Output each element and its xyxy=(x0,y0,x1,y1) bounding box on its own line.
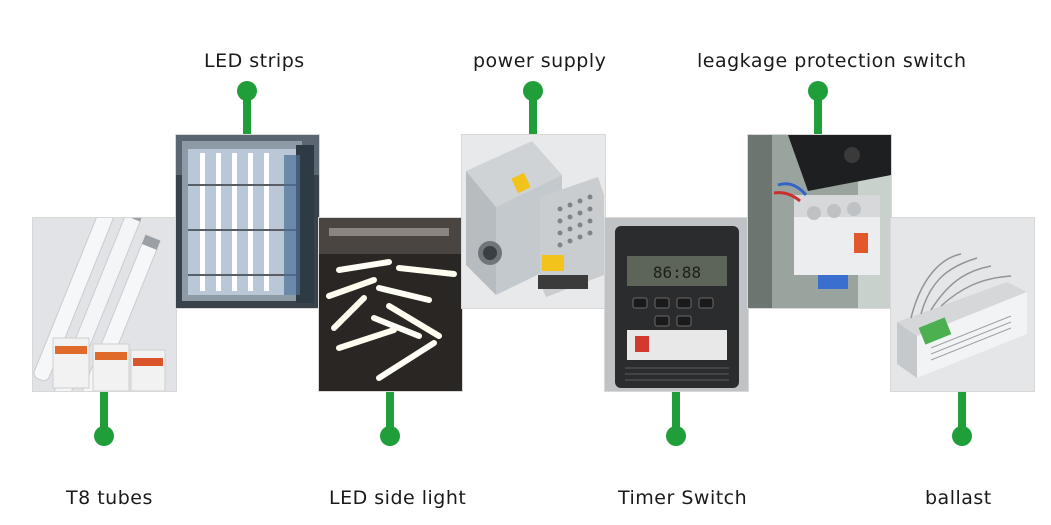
connector-dot-timer-switch xyxy=(666,426,686,446)
connector-dot-led-strips xyxy=(237,81,257,101)
connector-dot-led-side-light xyxy=(380,426,400,446)
label-t8-tubes: T8 tubes xyxy=(66,487,153,509)
ballast-photo xyxy=(891,218,1034,391)
connector-stem-led-strips xyxy=(243,92,251,136)
connector-stem-led-side-light xyxy=(386,390,394,434)
connector-stem-timer-switch xyxy=(672,390,680,434)
svg-text:86:88: 86:88 xyxy=(653,263,701,282)
led-side-light-photo xyxy=(319,218,462,391)
connector-dot-leakage-switch xyxy=(808,81,828,101)
label-ballast: ballast xyxy=(925,487,992,509)
label-led-strips: LED strips xyxy=(204,50,305,72)
label-timer-switch: Timer Switch xyxy=(618,487,748,509)
connector-dot-t8-tubes xyxy=(94,426,114,446)
connector-stem-ballast xyxy=(958,390,966,434)
leakage-switch-photo xyxy=(748,135,891,308)
connector-stem-t8-tubes xyxy=(100,390,108,434)
label-power-supply: power supply xyxy=(473,50,607,72)
connector-dot-ballast xyxy=(952,426,972,446)
label-leakage-switch: leagkage protection switch xyxy=(697,50,967,72)
label-led-side-light: LED side light xyxy=(329,487,467,509)
timer-switch-photo: 86:88 xyxy=(605,218,748,391)
t8-tubes-photo xyxy=(33,218,176,391)
connector-stem-leakage-switch xyxy=(814,92,822,136)
led-strips-photo xyxy=(176,135,319,308)
connector-dot-power-supply xyxy=(523,81,543,101)
power-supply-photo xyxy=(462,135,605,308)
connector-stem-power-supply xyxy=(529,92,537,136)
